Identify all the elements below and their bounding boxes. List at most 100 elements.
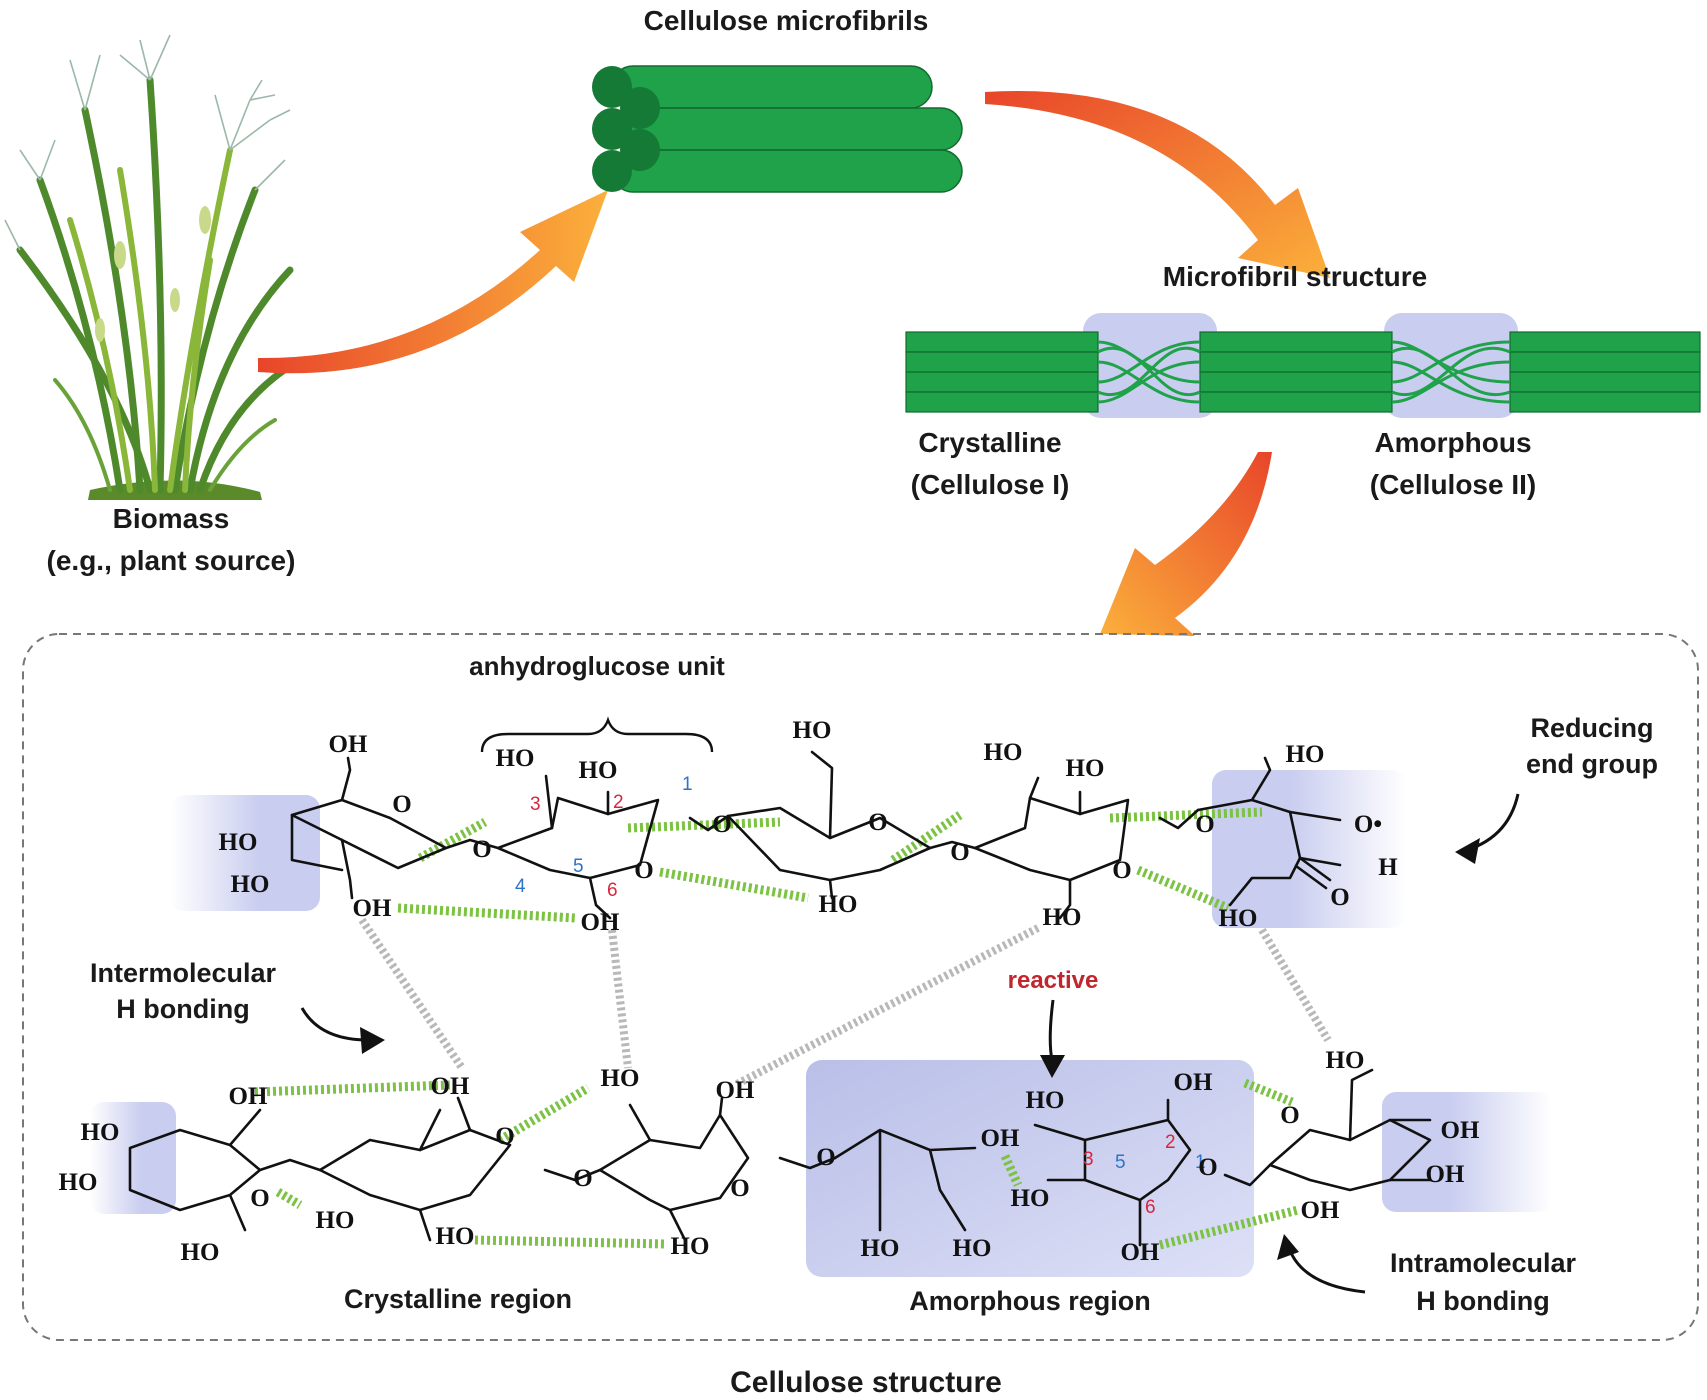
crystalline-label: Crystalline (918, 427, 1061, 458)
atom-label: HO (1026, 1087, 1065, 1114)
atom-label: O (950, 839, 969, 866)
svg-text:2: 2 (1165, 1132, 1176, 1153)
crystalline-region-label: Crystalline region (344, 1284, 572, 1314)
atom-label: O (816, 1144, 835, 1171)
svg-text:1: 1 (1195, 1152, 1206, 1173)
microfibril-bundle (592, 65, 963, 193)
plant-illustration (4, 34, 304, 500)
microfibril-structure-label: Microfibril structure (1163, 261, 1427, 292)
carbon-numbers: 3 2 1 4 5 6 3 2 1 5 6 (515, 774, 1206, 1218)
cellulose-structure-frame (22, 633, 1699, 1341)
atom-label: O (1112, 857, 1131, 884)
atom-label: H (1378, 854, 1398, 881)
atom-label: O (868, 809, 887, 836)
atom-label: OH (1441, 1117, 1480, 1144)
atom-label: HO (231, 871, 270, 898)
anhydroglucose-label: anhydroglucose unit (469, 651, 725, 681)
microfibrils-label: Cellulose microfibrils (644, 5, 929, 36)
atom-label: OH (716, 1077, 755, 1104)
amorphous-sub-label: (Cellulose II) (1370, 469, 1536, 500)
bottom-chain-atoms: OH HO HO O HO HO OH O HO O HO OH O HO O … (59, 1047, 1480, 1266)
atom-label: OH (1301, 1197, 1340, 1224)
atom-label: HO (579, 757, 618, 784)
atom-label: HO (219, 829, 258, 856)
svg-text:5: 5 (1115, 1152, 1126, 1173)
atom-label: HO (984, 739, 1023, 766)
microfibril-structure (905, 313, 1701, 418)
atom-label: O (573, 1165, 592, 1192)
atom-label: HO (59, 1169, 98, 1196)
reducing-sub-label: end group (1526, 749, 1658, 779)
svg-text:1: 1 (682, 774, 693, 795)
atom-label: OH (329, 731, 368, 758)
intramolecular-h-bonds (254, 807, 1300, 1250)
atom-label: O (1280, 1102, 1299, 1129)
atom-label: O (250, 1185, 269, 1212)
intermolecular-label: Intermolecular (90, 958, 277, 988)
atom-label: O (730, 1175, 749, 1202)
atom-label: HO (793, 717, 832, 744)
arrow-biomass-to-microfibrils (258, 190, 608, 374)
atom-label: HO (316, 1207, 355, 1234)
atom-label: HO (953, 1235, 992, 1262)
atom-label: OH (1174, 1069, 1213, 1096)
atom-label: OH (581, 909, 620, 936)
atom-label: O (392, 791, 411, 818)
atom-label: OH (229, 1083, 268, 1110)
atom-label: HO (1043, 904, 1082, 931)
svg-text:5: 5 (573, 856, 584, 877)
bottom-chain-bonds (128, 1068, 1432, 1247)
atom-label: HO (1219, 905, 1258, 932)
arrow-structure-to-cellulose (1100, 452, 1272, 636)
atom-label: O• (1354, 811, 1382, 838)
svg-text:6: 6 (607, 880, 618, 901)
atom-label: HO (1066, 755, 1105, 782)
atom-label: O (1330, 884, 1349, 911)
callout-arrowheads (360, 838, 1480, 1260)
top-chain-bonds (290, 750, 1342, 920)
atom-label: HO (671, 1233, 710, 1260)
svg-text:4: 4 (515, 876, 526, 897)
anhydroglucose-brace (480, 716, 714, 753)
amorphous-label: Amorphous (1374, 427, 1531, 458)
svg-text:6: 6 (1145, 1197, 1156, 1218)
biomass-sub-label: (e.g., plant source) (47, 545, 296, 576)
atom-label: OH (431, 1073, 470, 1100)
atom-label: O (712, 811, 731, 838)
atom-label: HO (496, 745, 535, 772)
top-chain-atoms: OH HO HO O OH O HO HO O OH O HO O HO O H… (219, 717, 1399, 936)
atom-label: O (472, 836, 491, 863)
intermolecular-sub-label: H bonding (116, 994, 249, 1024)
atom-label: O (1198, 1154, 1217, 1181)
biomass-label: Biomass (113, 503, 230, 534)
atom-label: HO (819, 891, 858, 918)
atom-label: O (634, 857, 653, 884)
intramolecular-label: Intramolecular (1390, 1248, 1577, 1278)
arrow-microfibrils-to-structure (985, 90, 1330, 278)
amorphous-region-label: Amorphous region (909, 1286, 1151, 1316)
crystalline-sub-label: (Cellulose I) (911, 469, 1070, 500)
intramolecular-sub-label: H bonding (1416, 1286, 1549, 1316)
atom-label: HO (861, 1235, 900, 1262)
atom-label: O (1195, 811, 1214, 838)
atom-label: OH (981, 1125, 1020, 1152)
atom-label: HO (1011, 1185, 1050, 1212)
svg-text:3: 3 (530, 794, 541, 815)
reducing-label: Reducing (1530, 713, 1653, 743)
atom-label: O (495, 1123, 514, 1150)
reactive-label: reactive (1008, 967, 1099, 994)
page-title: Cellulose structure (730, 1366, 1002, 1399)
atom-label: OH (1426, 1161, 1465, 1188)
atom-label: OH (1121, 1239, 1160, 1266)
atom-label: HO (1326, 1047, 1365, 1074)
atom-label: HO (601, 1065, 640, 1092)
atom-label: HO (1286, 741, 1325, 768)
svg-text:2: 2 (613, 792, 624, 813)
svg-text:3: 3 (1083, 1149, 1094, 1170)
atom-label: HO (181, 1239, 220, 1266)
atom-label: HO (81, 1119, 120, 1146)
intermolecular-h-bonds (358, 917, 1332, 1089)
atom-label: OH (353, 895, 392, 922)
highlight-boxes (90, 770, 1552, 1277)
